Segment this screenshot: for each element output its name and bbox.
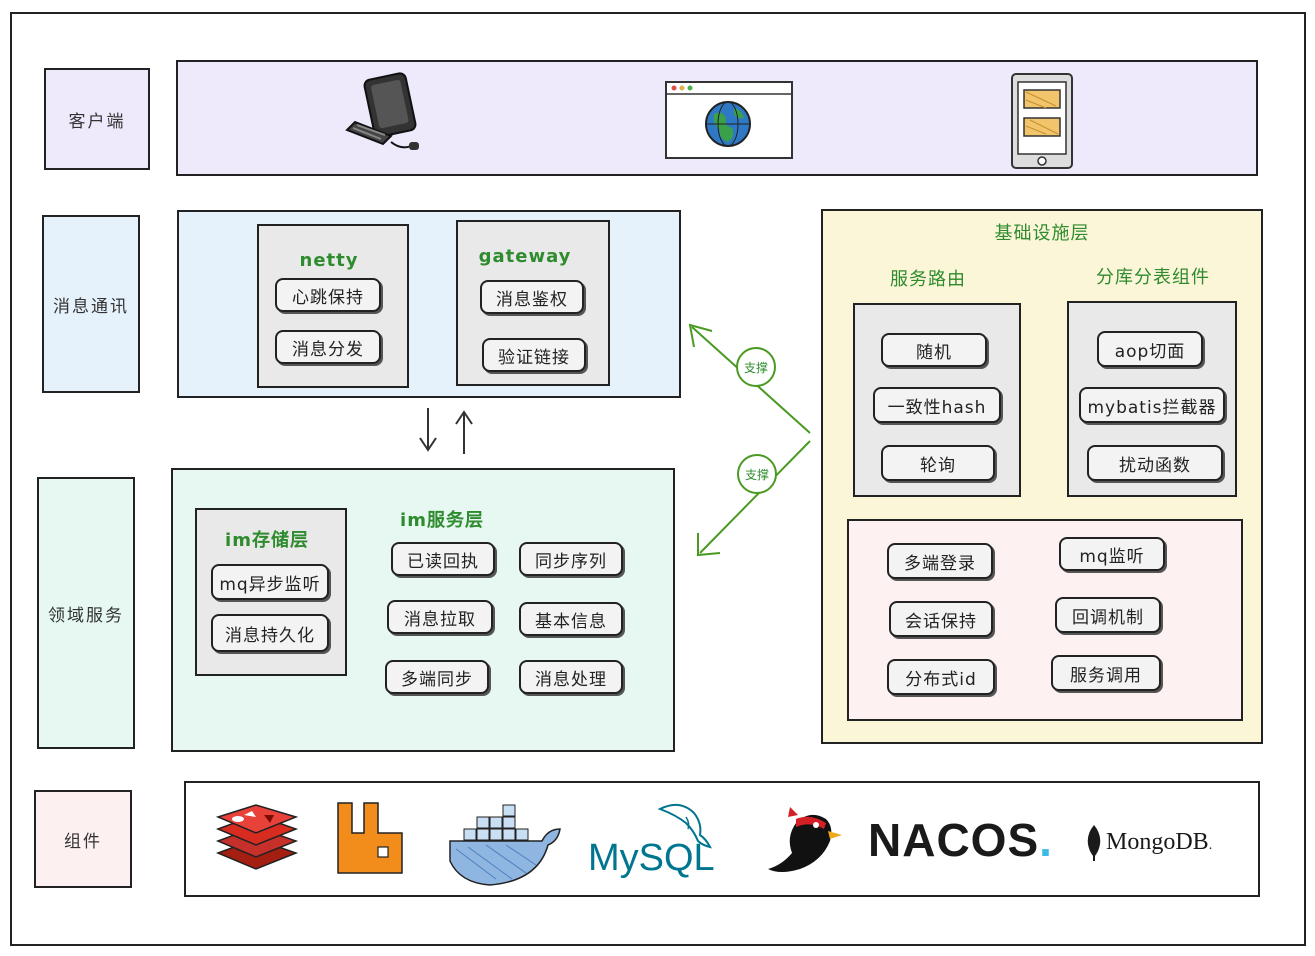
sharding-item: mybatis拦截器: [1079, 387, 1225, 423]
down-arrow-icon: [419, 408, 437, 452]
im-service-item: 多端同步: [385, 660, 489, 694]
desktop-computer-icon: [345, 72, 419, 150]
nacos-logo-dot: .: [1039, 814, 1053, 866]
infra-feature: 多端登录: [887, 543, 993, 579]
infra-feature: mq监听: [1059, 537, 1165, 571]
routing-item: 随机: [881, 333, 987, 367]
im-service-item: 同步序列: [519, 542, 623, 576]
mongodb-leaf-icon: [1087, 825, 1101, 861]
im-service-item: 基本信息: [519, 602, 623, 636]
nacos-logo-text: NACOS: [868, 814, 1040, 866]
im-service-item: 消息处理: [519, 660, 623, 694]
infra-panel: 基础设施层 服务路由 分库分表组件 随机 一致性hash 轮询 aop切面 my…: [821, 209, 1263, 744]
layer-label-client: 客户端: [44, 68, 150, 170]
mongodb-logo-text: MongoDB: [1106, 829, 1209, 855]
browser-globe-icon: [665, 81, 793, 159]
components-panel: MySQL NACOS. MongoDB.: [184, 781, 1260, 897]
support-label-bottom: 支撑: [744, 468, 769, 482]
im-storage-item: 消息持久化: [211, 614, 329, 652]
docker-icon: [449, 804, 561, 886]
infra-feature: 服务调用: [1051, 655, 1161, 691]
im-service-title: im服务层: [400, 510, 484, 531]
infra-feature: 分布式id: [887, 659, 995, 695]
gateway-title: gateway: [478, 246, 572, 267]
im-storage-box: im存储层 mq异步监听 消息持久化: [195, 508, 347, 676]
gateway-item: 消息鉴权: [480, 280, 584, 314]
netty-box: netty 心跳保持 消息分发: [257, 224, 409, 388]
mongodb-logo: MongoDB.: [1106, 829, 1212, 856]
mobile-phone-icon: [1011, 73, 1073, 169]
mysql-logo-word: MySQL: [588, 837, 715, 879]
netty-item: 心跳保持: [275, 278, 381, 312]
support-arrow-to-domain: [697, 440, 811, 557]
sharding-item: 扰动函数: [1087, 445, 1223, 481]
mongodb-logo-dot: .: [1208, 838, 1213, 853]
im-storage-title: im存储层: [225, 530, 309, 551]
infra-feature: 会话保持: [889, 601, 993, 637]
im-storage-item: mq异步监听: [211, 564, 329, 600]
flow-arrows: [419, 408, 473, 454]
redis-icon: [215, 804, 299, 870]
nacos-logo: NACOS.: [868, 813, 1053, 867]
layer-label-messaging: 消息通讯: [42, 215, 140, 393]
mysql-logo-text: MySQL: [588, 837, 715, 880]
sharding-box: aop切面 mybatis拦截器 扰动函数: [1067, 301, 1237, 497]
messaging-panel: netty 心跳保持 消息分发 gateway 消息鉴权 验证链接: [177, 210, 681, 398]
layer-label-domain: 领域服务: [37, 477, 135, 749]
routing-title: 服务路由: [890, 269, 966, 290]
routing-box: 随机 一致性hash 轮询: [853, 303, 1021, 497]
rabbitmq-icon: [337, 802, 403, 874]
sharding-title: 分库分表组件: [1096, 267, 1210, 288]
support-arrows: [688, 323, 811, 557]
support-label-top: 支撑: [743, 361, 768, 375]
mysql-dolphin-icon: [657, 803, 712, 849]
routing-item: 一致性hash: [873, 387, 1001, 423]
im-service-item: 消息拉取: [387, 600, 493, 634]
infra-title: 基础设施层: [994, 223, 1090, 244]
netty-title: netty: [299, 250, 359, 271]
domain-panel: im存储层 mq异步监听 消息持久化 im服务层 已读回执 同步序列 消息拉取 …: [171, 468, 675, 752]
gateway-item: 验证链接: [482, 338, 586, 372]
infra-feature: 回调机制: [1055, 597, 1161, 633]
gateway-box: gateway 消息鉴权 验证链接: [456, 220, 610, 386]
rocketmq-bird-icon: [768, 807, 842, 872]
im-service-item: 已读回执: [391, 542, 495, 576]
layer-label-components: 组件: [34, 790, 132, 888]
netty-item: 消息分发: [275, 330, 381, 364]
sharding-item: aop切面: [1097, 331, 1203, 367]
diagram-frame: [10, 12, 1306, 946]
routing-item: 轮询: [881, 445, 995, 481]
up-arrow-icon: [455, 410, 473, 454]
infra-features-box: 多端登录 mq监听 会话保持 回调机制 分布式id 服务调用: [847, 519, 1243, 721]
client-panel: [176, 60, 1258, 176]
